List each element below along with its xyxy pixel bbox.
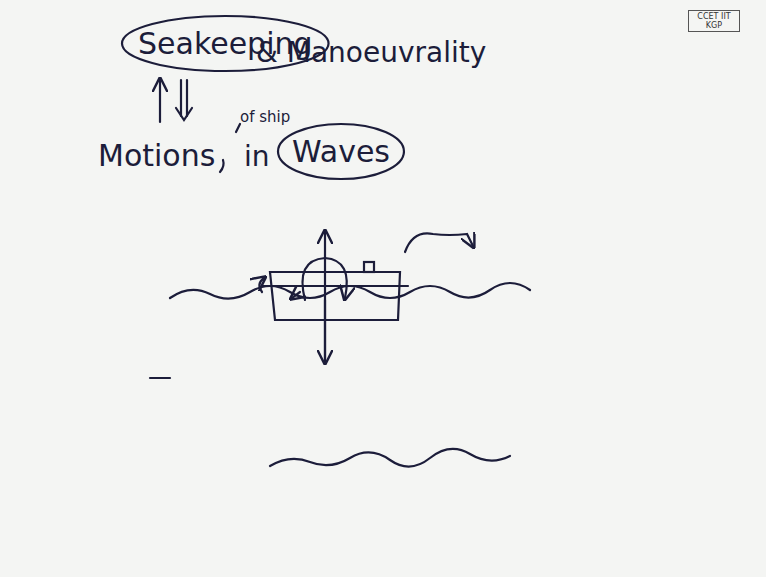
handwritten-note: Motions bbox=[98, 138, 215, 173]
double-arrow bbox=[180, 80, 182, 116]
comma-mark bbox=[220, 160, 224, 172]
handwritten-note: & Manoeuvrality bbox=[256, 36, 486, 69]
double-arrow-head bbox=[176, 108, 192, 120]
circled-term: Waves bbox=[282, 126, 400, 177]
double-arrow bbox=[186, 80, 188, 116]
pitch-arrow bbox=[259, 278, 264, 292]
surge-arrow bbox=[405, 233, 473, 252]
ship-hull bbox=[270, 272, 400, 320]
dash-mark bbox=[150, 377, 170, 379]
insert-mark bbox=[236, 124, 240, 132]
ship-superstructure bbox=[364, 262, 374, 272]
wave-line bbox=[170, 283, 530, 299]
ellipse-line bbox=[278, 124, 404, 179]
term-text: Waves bbox=[282, 126, 400, 177]
ship-deck bbox=[262, 285, 408, 287]
up-arrow bbox=[159, 80, 161, 122]
logo-stamp: CCET IIT KGP bbox=[688, 10, 740, 32]
handwritten-note: in bbox=[244, 140, 270, 173]
wave-line bbox=[270, 449, 510, 467]
pitch-arrow bbox=[292, 292, 300, 298]
heave-arrow bbox=[324, 300, 326, 362]
handwritten-note: of ship bbox=[240, 108, 290, 126]
roll-arrow bbox=[303, 258, 347, 300]
